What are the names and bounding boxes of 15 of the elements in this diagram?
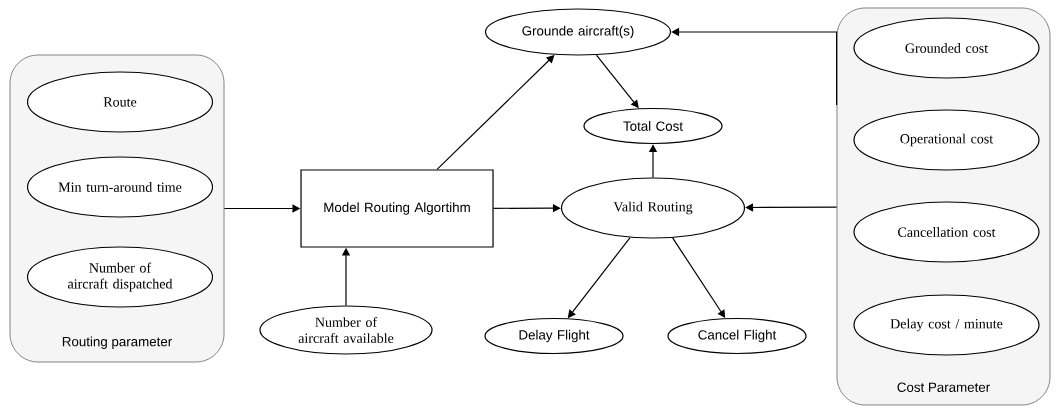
ellipse-node: Route — [26, 71, 214, 133]
process-box: Model Routing Algortihm — [300, 169, 494, 248]
arrow — [745, 203, 838, 212]
ellipse-node: Delay Flight — [484, 317, 624, 355]
ellipse-node: Total Cost — [583, 107, 723, 145]
ellipse-node: Delay cost / minute — [853, 294, 1040, 356]
ellipse-node: Grounded cost — [853, 17, 1040, 79]
ellipse-node: Valid Routing — [560, 177, 746, 239]
ellipse-node: Number of aircraft available — [259, 305, 433, 355]
ellipse-node: Min turn-around time — [26, 156, 214, 218]
ellipse-node: Cancel Flight — [667, 317, 807, 355]
ellipse-node: Grounde aircraft(s) — [484, 8, 672, 56]
ellipse-node: Number of aircraft dispatched — [26, 246, 214, 308]
ellipse-node: Cancellation cost — [853, 201, 1040, 263]
ellipse-node: Operational cost — [853, 109, 1040, 171]
